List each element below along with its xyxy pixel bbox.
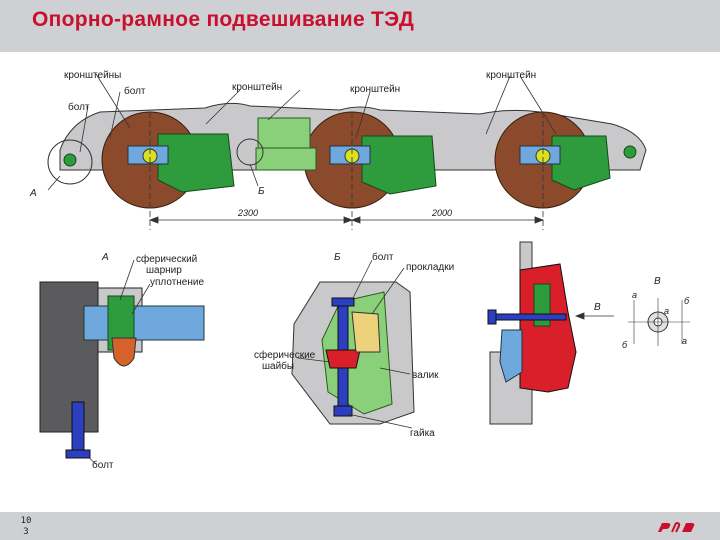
detail-b-label-shims: прокладки (406, 262, 454, 273)
detail-c-dim-a1: а (632, 290, 637, 300)
header-bar (0, 0, 720, 52)
label-bolt-top: болт (124, 85, 146, 97)
detail-c-nut (487, 309, 497, 325)
dimension-line (148, 216, 545, 224)
dimension-2300: 2300 (237, 208, 258, 218)
detail-b-label-roller: валик (412, 370, 439, 381)
dimension-2000: 2000 (431, 208, 452, 218)
label-callout-b: Б (258, 186, 265, 197)
detail-c-dim-b1: б (684, 296, 690, 306)
detail-c-casting (519, 263, 577, 393)
detail-b-nut (333, 405, 353, 417)
page-title: Опорно-рамное подвешивание ТЭД (32, 8, 415, 31)
detail-c-section: В В а а а б б (487, 241, 690, 425)
detail-a-label-seal: уплотнение (150, 277, 204, 288)
label-callout-a: А (29, 188, 37, 199)
center-bracket-base (255, 147, 317, 171)
detail-a-spherical-joint: А сферический шарнир уплотнение болт (39, 252, 205, 471)
page-number-bottom: 3 (23, 527, 29, 537)
nose-joint-left (63, 153, 77, 167)
detail-c-view-label: В (654, 276, 661, 287)
footer-bar (0, 512, 720, 540)
detail-b-letter: Б (334, 252, 341, 263)
label-bracket-mid: кронштейн (232, 82, 282, 93)
detail-b-shims (351, 311, 381, 353)
detail-a-motor-housing (39, 281, 99, 433)
detail-b-label-nut: гайка (410, 428, 435, 439)
label-bracket-center: кронштейн (350, 84, 400, 95)
detail-b-bolt-head (331, 297, 355, 307)
detail-c-dim-a2: а (664, 306, 669, 316)
detail-c-arrow (574, 312, 614, 320)
label-brackets-left: кронштейны (64, 70, 121, 81)
detail-b-label-washers-1: сферические (254, 349, 316, 361)
detail-b-label-washers-2: шайбы (262, 360, 294, 372)
detail-a-bolt-head (65, 449, 91, 459)
traction-motor-center (361, 135, 437, 195)
detail-c-arrow-label: В (594, 302, 601, 313)
detail-a-letter: А (101, 252, 109, 263)
detail-a-label-joint-1: сферический (136, 253, 197, 265)
leader-lines (47, 73, 557, 191)
detail-c-dim-a3: а (682, 336, 687, 346)
detail-b-label-bolt: болт (372, 251, 394, 263)
detail-b-bracket-joint: Б болт прокладки сферические шайбы валик… (254, 251, 454, 439)
traction-motor-left (157, 133, 235, 193)
label-bolt-left: болт (68, 101, 90, 113)
page-number: 10 3 (14, 516, 38, 538)
detail-a-label-joint-2: шарнир (146, 265, 182, 276)
detail-b-spherical-washers (325, 349, 361, 369)
rzd-logo-icon (658, 522, 695, 533)
nose-joint-right (623, 145, 637, 159)
traction-motor-right (551, 135, 611, 191)
page-number-top: 10 (20, 516, 32, 526)
detail-a-spherical-bearing (111, 337, 137, 367)
detail-c-dim-b2: б (622, 340, 628, 350)
detail-a-pin (83, 305, 205, 341)
detail-a-bolt-shank (71, 401, 85, 451)
detail-c-view (628, 298, 690, 346)
detail-c-bracket (499, 329, 523, 383)
center-bracket (257, 117, 311, 149)
detail-a-label-bolt: болт (92, 459, 114, 471)
bogie-side-view: кронштейны болт болт кронштейн кронштейн… (29, 70, 647, 230)
suspension-diagram: кронштейны болт болт кронштейн кронштейн… (29, 70, 690, 471)
callout-a-circle (47, 139, 93, 185)
label-bracket-right: кронштейн (486, 70, 536, 81)
detail-c-bolt (493, 313, 567, 321)
